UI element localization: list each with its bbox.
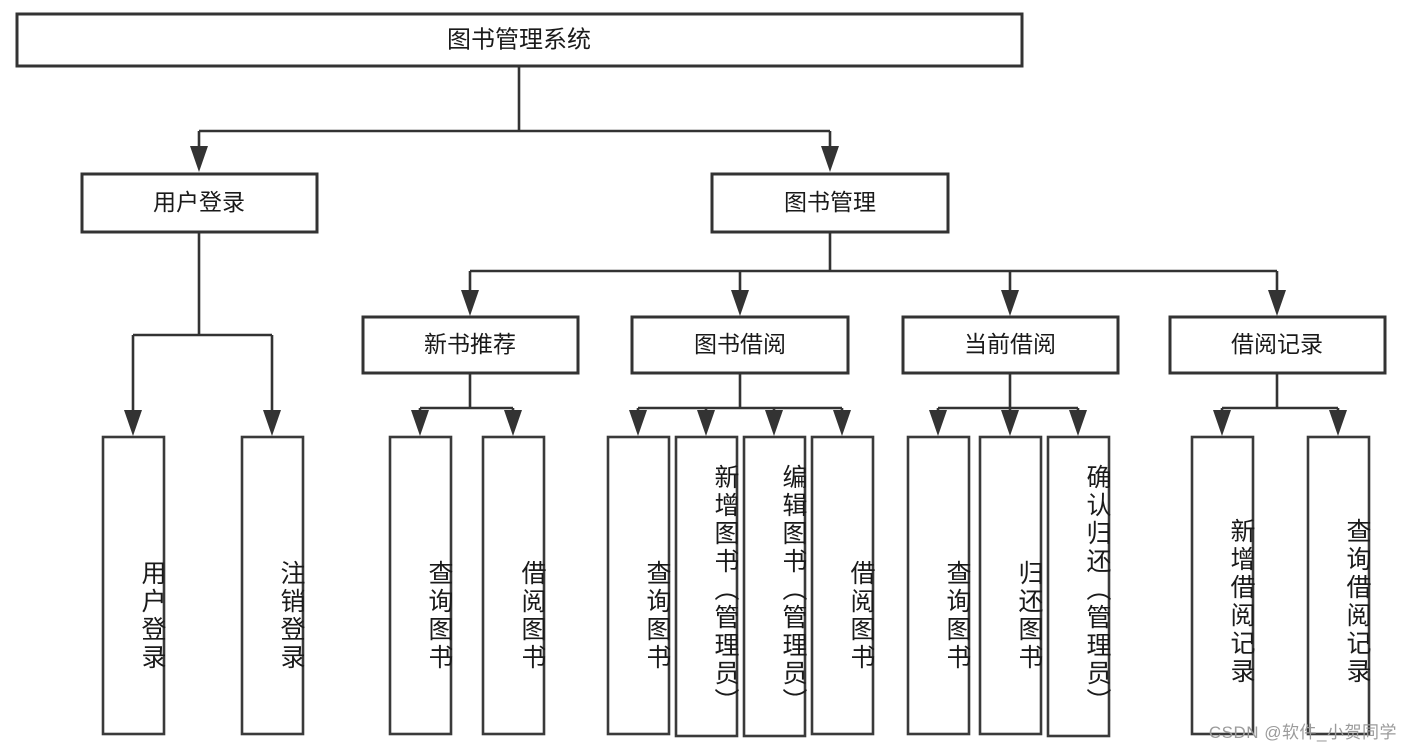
- leaf-box-add-book[interactable]: [674, 435, 739, 738]
- arrow-user-login: [190, 146, 208, 172]
- node-root-box[interactable]: [15, 12, 1024, 68]
- leaf-box-query-book-a[interactable]: [388, 435, 453, 736]
- leaf-box-confirm-return[interactable]: [1046, 435, 1111, 738]
- node-user-login-box[interactable]: [80, 172, 319, 234]
- arrow-leaf-add-book: [697, 410, 715, 436]
- leaf-box-borrow-book-b[interactable]: [810, 435, 875, 736]
- arrow-borrow-records: [1268, 290, 1286, 316]
- arrow-leaf-query-book-b: [629, 410, 647, 436]
- node-book-borrow[interactable]: 图书借阅: [630, 315, 850, 375]
- node-layer: 图书管理系统 用户登录 图书管理 新书推荐 图书借阅: [15, 12, 1387, 738]
- arrow-current-borrow: [1001, 290, 1019, 316]
- node-user-login-label: 用户登录: [153, 189, 245, 215]
- node-book-borrow-label: 图书借阅: [694, 331, 786, 357]
- leaf-box-add-record[interactable]: [1190, 435, 1255, 736]
- leaf-box-query-book-b[interactable]: [606, 435, 671, 736]
- node-borrow-records-box[interactable]: [1168, 315, 1387, 375]
- leaf-box-query-book-c[interactable]: [906, 435, 971, 736]
- node-borrow-records[interactable]: 借阅记录: [1168, 315, 1387, 375]
- node-book-management-label: 图书管理: [784, 189, 876, 215]
- arrow-book-mgmt: [821, 146, 839, 172]
- node-book-management[interactable]: 图书管理: [710, 172, 950, 234]
- node-new-book-recommend[interactable]: 新书推荐: [361, 315, 580, 375]
- arrow-book-borrow: [731, 290, 749, 316]
- arrow-leaf-query-book-a: [411, 410, 429, 436]
- node-new-book-recommend-box[interactable]: [361, 315, 580, 375]
- node-new-book-recommend-label: 新书推荐: [424, 331, 516, 357]
- arrow-leaf-return-book: [1001, 410, 1019, 436]
- arrow-leaf-query-record: [1329, 410, 1347, 436]
- leaf-box-user-login[interactable]: [101, 435, 166, 736]
- leaf-box-logout[interactable]: [240, 435, 305, 736]
- arrow-new-book: [461, 290, 479, 316]
- arrow-leaf-borrow-book-a: [504, 410, 522, 436]
- leaf-box-query-record[interactable]: [1306, 435, 1371, 736]
- arrow-leaf-edit-book: [765, 410, 783, 436]
- connector-layer: [124, 66, 1347, 436]
- node-current-borrow-box[interactable]: [901, 315, 1120, 375]
- node-borrow-records-label: 借阅记录: [1231, 331, 1323, 357]
- node-current-borrow[interactable]: 当前借阅: [901, 315, 1120, 375]
- arrow-leaf-logout: [263, 410, 281, 436]
- node-user-login[interactable]: 用户登录: [80, 172, 319, 234]
- arrow-leaf-confirm-return: [1069, 410, 1087, 436]
- node-root-label: 图书管理系统: [447, 26, 591, 53]
- leaf-box-edit-book[interactable]: [742, 435, 807, 738]
- node-book-borrow-box[interactable]: [630, 315, 850, 375]
- node-current-borrow-label: 当前借阅: [964, 331, 1056, 357]
- arrow-leaf-query-book-c: [929, 410, 947, 436]
- leaf-box-return-book[interactable]: [978, 435, 1043, 736]
- leaf-box-borrow-book-a[interactable]: [481, 435, 546, 736]
- node-root[interactable]: 图书管理系统: [15, 12, 1024, 68]
- arrow-leaf-borrow-book-b: [833, 410, 851, 436]
- arrow-leaf-user-login: [124, 410, 142, 436]
- node-book-management-box[interactable]: [710, 172, 950, 234]
- arrow-leaf-add-record: [1213, 410, 1231, 436]
